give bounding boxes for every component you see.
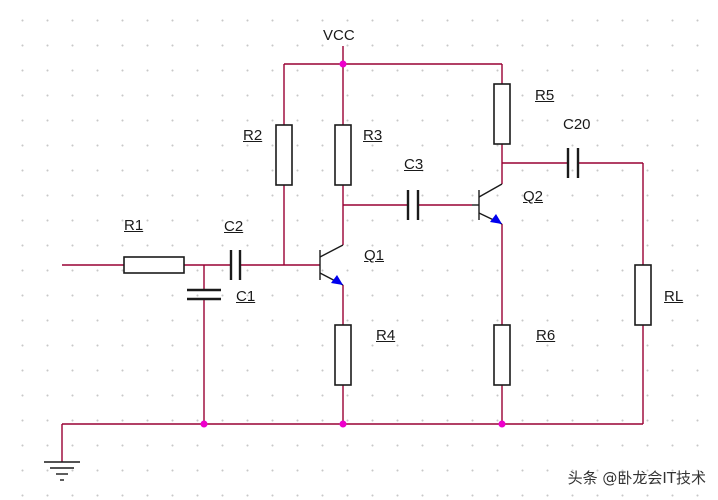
- resistor-r6: [493, 324, 511, 386]
- resistor-r3-label: R3: [363, 127, 383, 144]
- transistor-q1-label: Q1: [364, 247, 385, 264]
- junction-dot: [498, 420, 506, 428]
- capacitor-c20: [566, 148, 580, 178]
- resistor-r4: [334, 324, 352, 386]
- resistor-rl-label: RL: [664, 288, 684, 305]
- transistor-q2: [472, 183, 503, 225]
- resistor-r1: [123, 256, 185, 274]
- resistor-r5: [493, 83, 511, 145]
- junction-dot: [200, 420, 208, 428]
- resistor-r4-label: R4: [376, 327, 396, 344]
- transistor-q1: [319, 244, 344, 286]
- resistor-r2: [275, 124, 293, 186]
- resistor-r1-label: R1: [124, 217, 144, 234]
- watermark-text: 头条 @卧龙会IT技术: [567, 469, 706, 487]
- capacitor-c3: [406, 190, 420, 220]
- junction-dot: [339, 420, 347, 428]
- capacitor-c3-label: C3: [404, 156, 424, 173]
- capacitor-c1: [187, 288, 221, 301]
- vcc-label: VCC: [323, 27, 355, 44]
- ground-symbol: [44, 461, 80, 481]
- q1-collector-lead: [319, 244, 344, 258]
- q1-emitter-arrow: [331, 275, 343, 285]
- junctions: [200, 60, 506, 428]
- transistor-q2-label: Q2: [523, 188, 544, 205]
- capacitor-c20-label: C20: [563, 116, 591, 133]
- q2-emitter-arrow: [490, 214, 502, 224]
- resistor-r3: [334, 124, 352, 186]
- wires: [61, 46, 644, 462]
- capacitor-c1-label: C1: [236, 288, 256, 305]
- capacitor-c2: [229, 250, 242, 280]
- resistor-rl: [634, 264, 652, 326]
- resistor-r2-label: R2: [243, 127, 263, 144]
- resistor-r5-label: R5: [535, 87, 555, 104]
- capacitor-c2-label: C2: [224, 218, 244, 235]
- capacitors: [187, 148, 580, 301]
- resistor-r6-label: R6: [536, 327, 556, 344]
- junction-dot: [339, 60, 347, 68]
- resistors: [123, 83, 652, 386]
- q2-collector-lead: [478, 183, 503, 198]
